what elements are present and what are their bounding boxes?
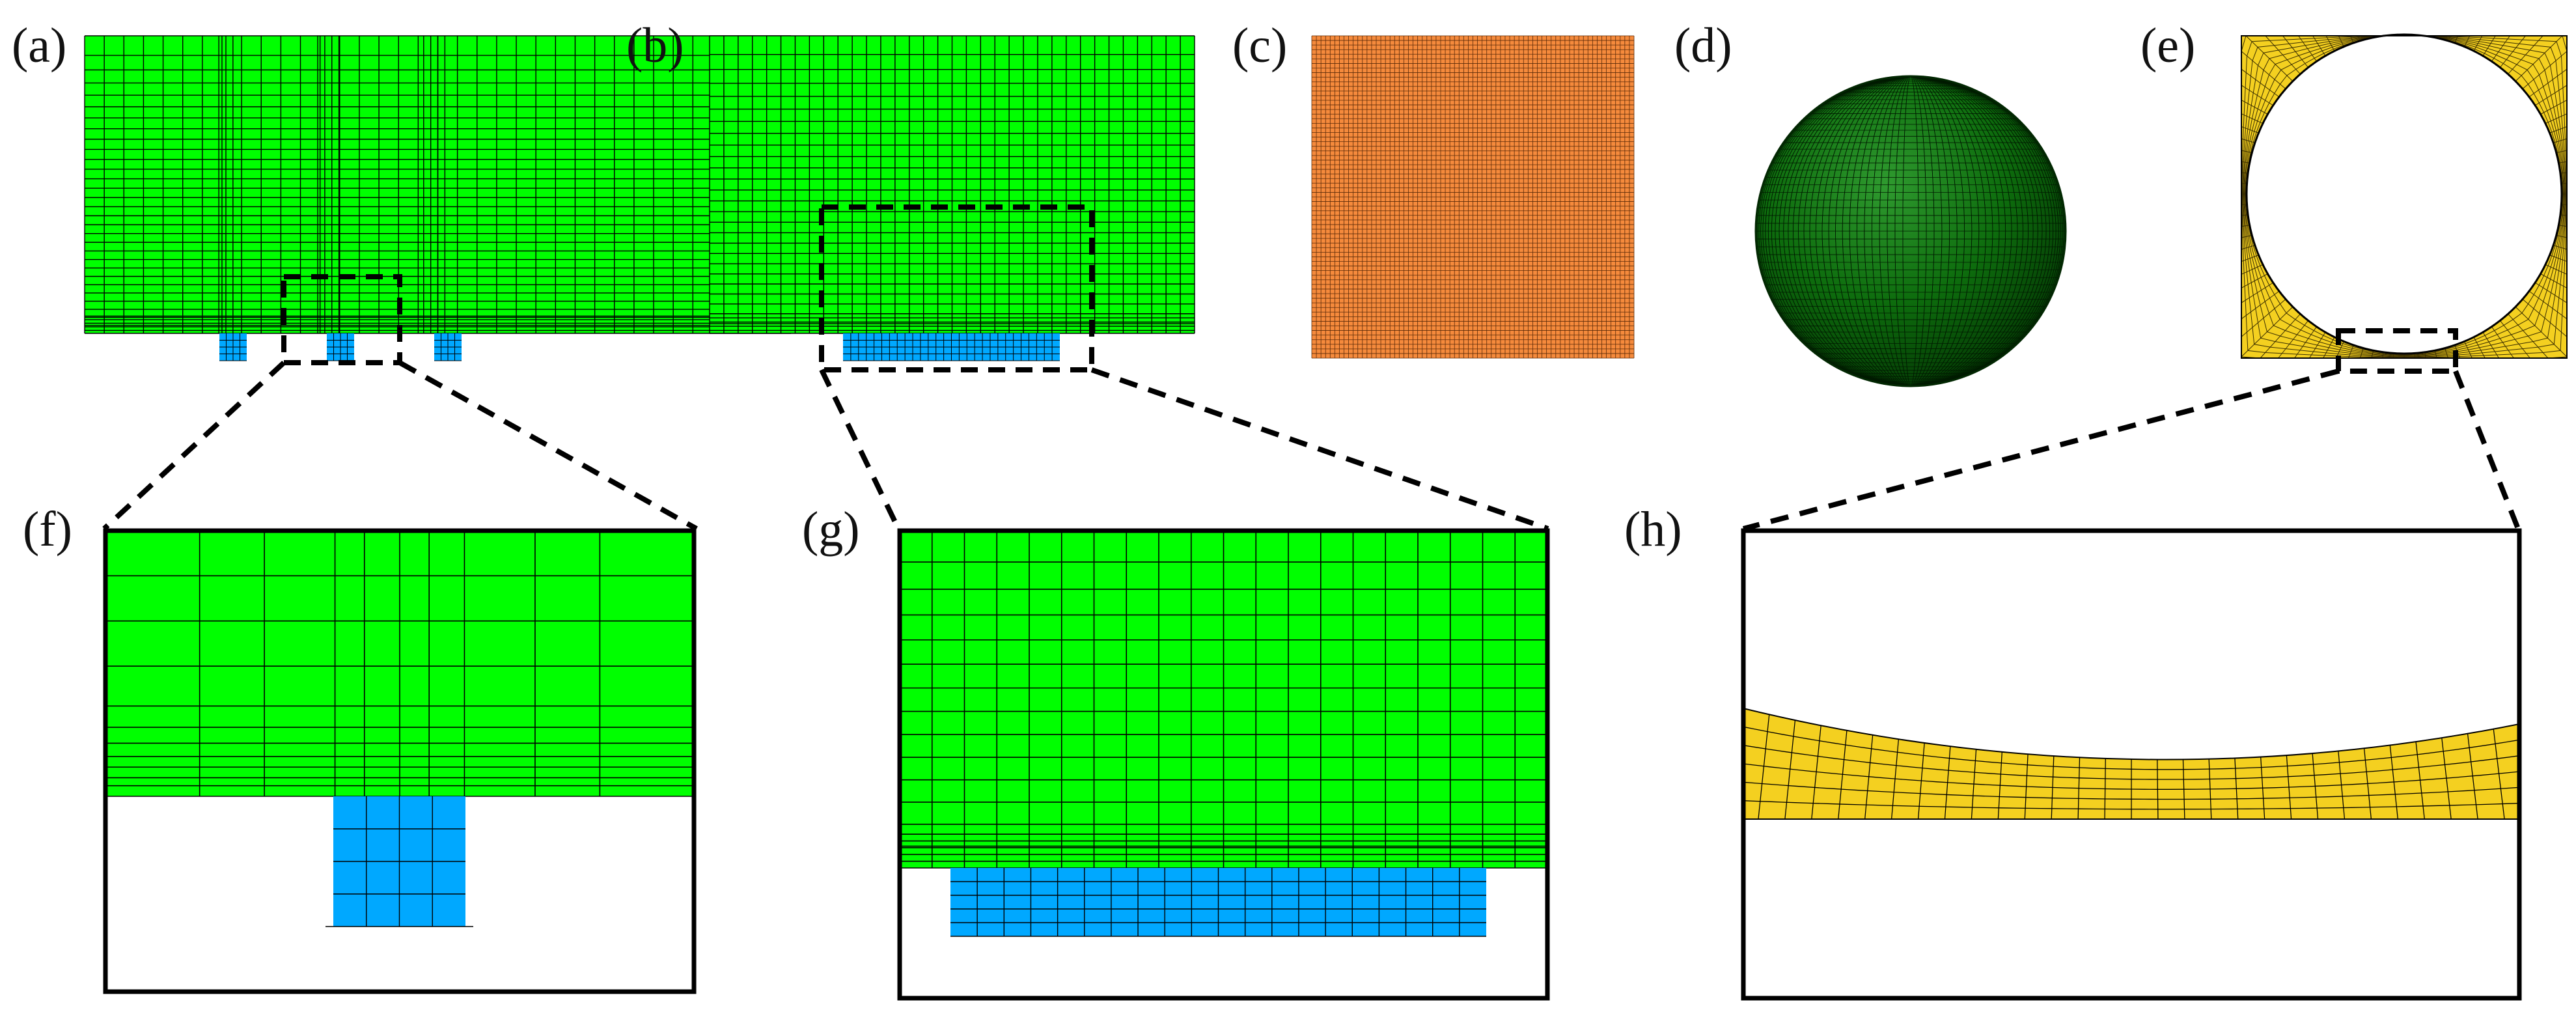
panel-h: (h) [1624,502,2522,1001]
panel-label-g: (g) [802,502,860,557]
panel-c-grid-lines [1311,35,1635,359]
panel-f: (f) [23,502,697,994]
panel-h-grid-lines [1743,714,2519,820]
panel-label-d: (d) [1674,18,1732,73]
panel-c: (c) [1232,18,1635,359]
panel-f-frame [103,528,697,994]
panel-label-h: (h) [1624,502,1682,557]
panel-a-blue-pads [219,333,462,361]
panel-e-zoom-box [2336,328,2458,374]
panel-g: (g) [802,502,1550,1001]
panel-label-c: (c) [1232,18,1287,73]
panel-label-e: (e) [2140,18,2195,73]
panel-label-f: (f) [23,502,72,557]
panel-e-circular-hole [2245,33,2563,355]
panel-g-frame [897,528,1550,1001]
panel-e: (e) [2140,18,2568,374]
panel-g-grid-lines [899,530,1548,869]
panel-b-grid-lines [709,35,1195,334]
panel-a-mesh [84,35,792,361]
panel-e-grid-lines [2241,34,2568,359]
panel-d: (d) [1674,18,2067,387]
panel-b-mesh [709,35,1195,361]
callout-lines [102,360,2521,531]
panel-b: (b) [626,18,1195,372]
panel-h-frame [1741,528,2522,1001]
panel-a: (a) [12,18,792,365]
panel-a-zoom-box [281,274,402,365]
panel-label-a: (a) [12,18,66,73]
panel-label-b: (b) [626,18,684,73]
